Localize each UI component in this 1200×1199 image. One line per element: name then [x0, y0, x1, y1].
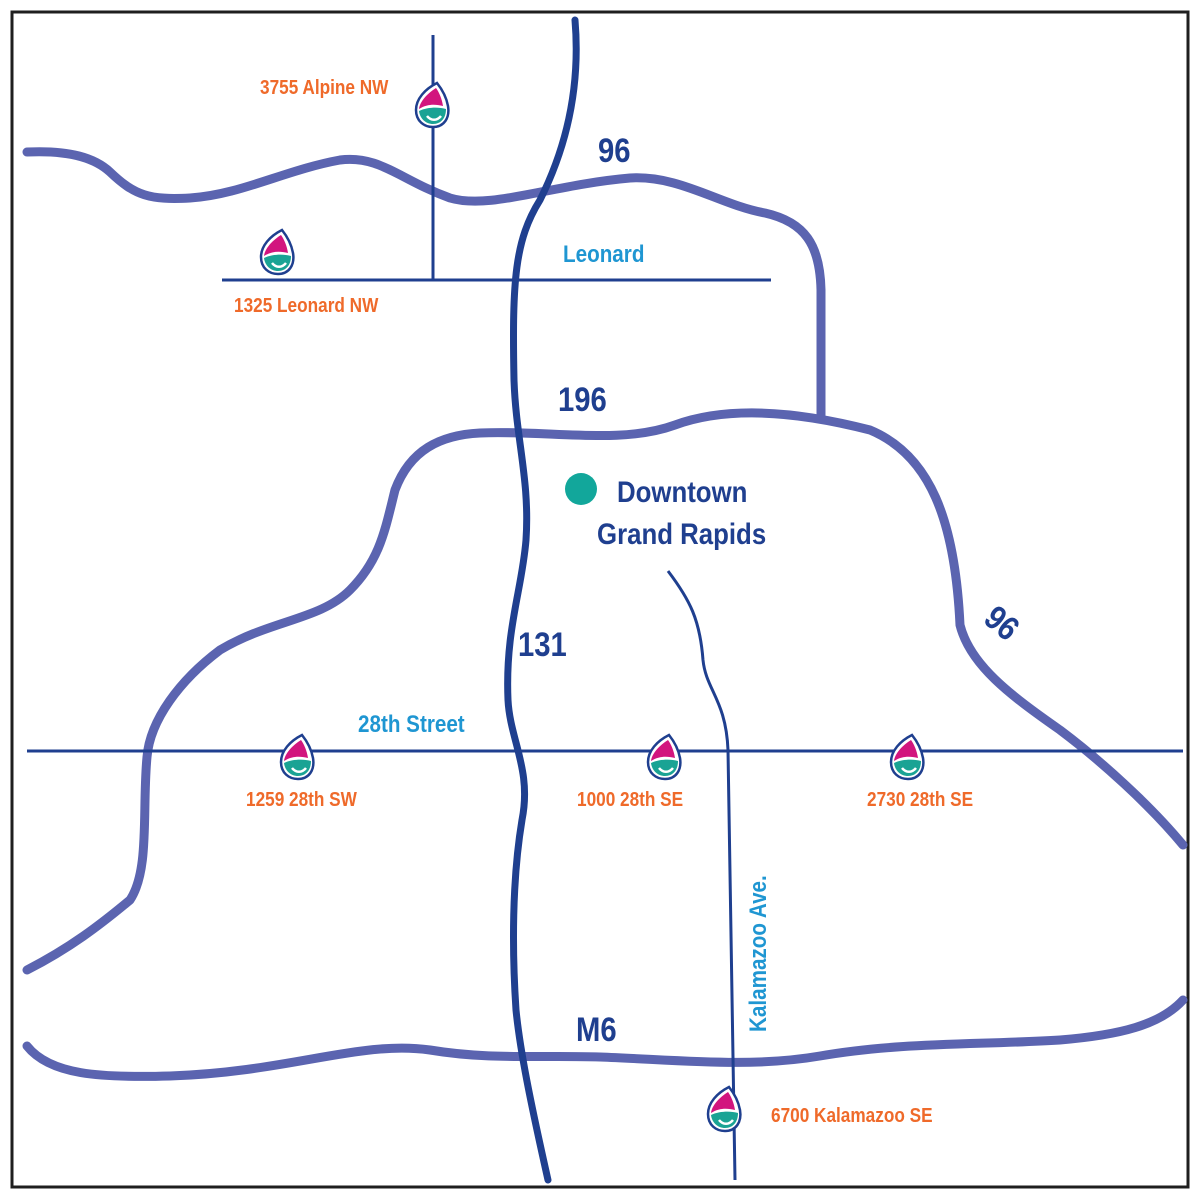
highway-131-label: 131 [518, 626, 567, 664]
highway-196-label: 196 [558, 381, 607, 419]
downtown-label-line2: Grand Rapids [597, 518, 767, 551]
location-label-1259-28th: 1259 28th SW [246, 789, 357, 811]
map-border [10, 10, 1190, 1189]
highway-196 [22, 408, 1188, 975]
highway-m6 [22, 995, 1188, 1081]
leonard-label: Leonard [563, 241, 645, 268]
location-label-1000-28th: 1000 28th SE [577, 789, 684, 811]
highway-96-north [22, 147, 826, 423]
highway-96-label: 96 [598, 132, 631, 170]
downtown-marker [565, 473, 597, 505]
location-label-kalamazoo: 6700 Kalamazoo SE [771, 1105, 933, 1127]
location-label-leonard: 1325 Leonard NW [234, 295, 379, 317]
location-label-alpine: 3755 Alpine NW [260, 77, 389, 99]
28th-street-label: 28th Street [358, 711, 465, 738]
highway-m6-label: M6 [576, 1011, 617, 1049]
kalamazoo-ave-label: Kalamazoo Ave. [745, 875, 772, 1032]
location-label-2730-28th: 2730 28th SE [867, 789, 974, 811]
kalamazoo-ave-line [666, 570, 737, 1181]
downtown-label-line1: Downtown [617, 476, 748, 509]
us-131-highway [504, 16, 580, 1184]
